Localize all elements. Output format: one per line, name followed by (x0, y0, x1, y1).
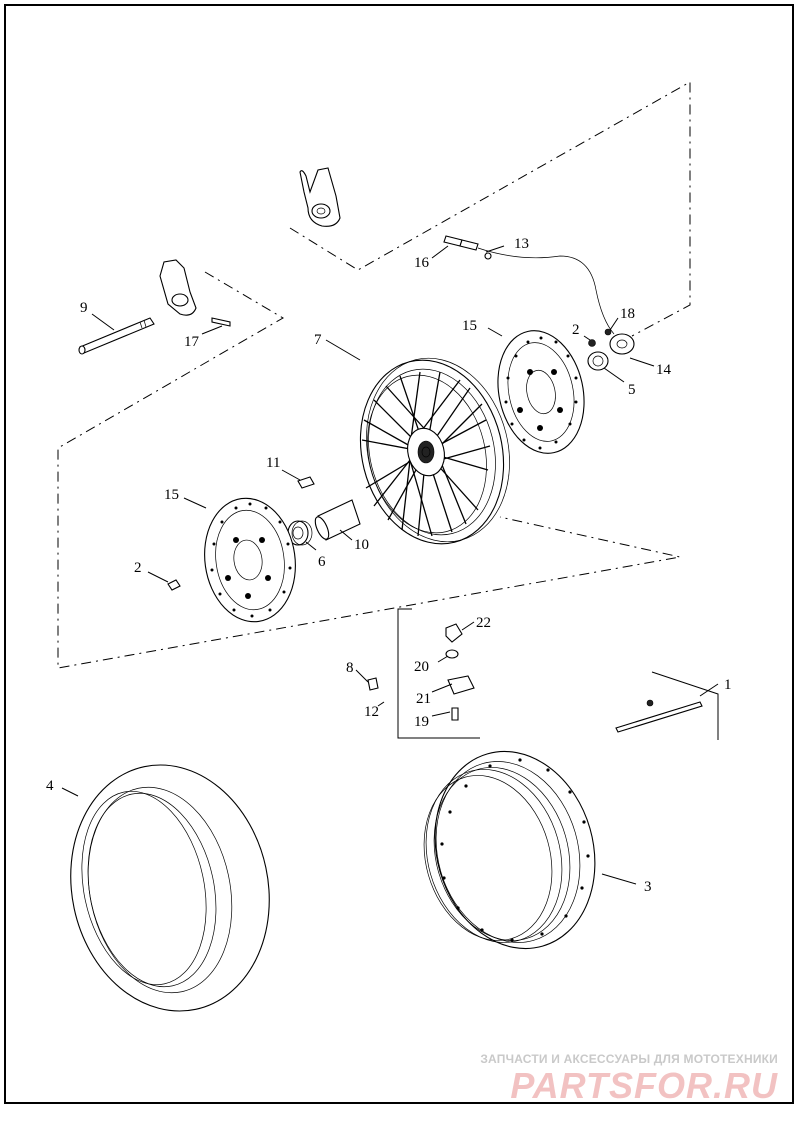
tire (70, 764, 270, 1012)
right-bearing (587, 351, 609, 371)
watermark-subtitle: ЗАПЧАСТИ И АКСЕССУАРЫ ДЛЯ МОТОТЕХНИКИ (480, 1052, 778, 1066)
callout-15-right: 15 (462, 318, 477, 334)
callout-2-left: 2 (134, 560, 142, 576)
valve-group-bracket (397, 608, 480, 739)
pinch-bolt (211, 317, 231, 327)
leader-lines (61, 245, 719, 885)
screw-2-right (588, 339, 596, 347)
valve-stem (451, 707, 459, 721)
screw-2-left (167, 579, 181, 591)
spoked-wheel (359, 357, 510, 545)
rim (423, 750, 596, 950)
callout-12: 12 (364, 704, 379, 720)
left-brake-rotor (204, 497, 296, 623)
callout-17: 17 (184, 334, 200, 350)
callout-16: 16 (414, 255, 430, 271)
callout-20: 20 (414, 659, 429, 675)
callout-18: 18 (620, 306, 635, 322)
callout-7: 7 (314, 332, 322, 348)
valve-elbow (445, 623, 463, 659)
rotor-holes-right (504, 336, 578, 450)
callout-10: 10 (354, 537, 369, 553)
right-fork-leg (299, 167, 341, 227)
valve-cap (367, 677, 379, 691)
left-fork-leg (159, 259, 197, 316)
watermark: ЗАПЧАСТИ И АКСЕССУАРЫ ДЛЯ МОТОТЕХНИКИ PA… (480, 1052, 778, 1106)
callout-15-left: 15 (164, 487, 179, 503)
callout-6: 6 (318, 554, 326, 570)
assembly-guide-lines (57, 81, 691, 669)
right-brake-rotor (497, 330, 585, 454)
callout-2-right: 2 (572, 322, 580, 338)
callout-13: 13 (514, 236, 529, 252)
tpms-sensor (447, 675, 475, 695)
axle-sleeve (314, 499, 361, 541)
callout-19: 19 (414, 714, 429, 730)
watermark-brand: PARTSFOR.RU (510, 1065, 778, 1106)
callout-4: 4 (46, 778, 54, 794)
rotor-holes-left (210, 502, 292, 618)
rim-spoke-holes (440, 758, 590, 942)
callout-numbers: 1 2 2 3 4 5 6 7 8 9 10 11 12 13 14 15 15… (46, 236, 732, 895)
callout-1: 1 (724, 677, 732, 693)
callout-3: 3 (644, 879, 652, 895)
callout-22: 22 (476, 615, 491, 631)
callout-21: 21 (416, 691, 431, 707)
axle (78, 317, 155, 355)
spoke-and-nipple (615, 671, 719, 740)
callout-5: 5 (628, 382, 636, 398)
callout-11: 11 (266, 455, 280, 471)
callout-8: 8 (346, 660, 354, 676)
callout-9: 9 (80, 300, 88, 316)
callout-14: 14 (656, 362, 672, 378)
wheel-speed-sensor (443, 235, 635, 355)
diagram-frame (4, 4, 794, 1104)
spacer-11 (297, 476, 315, 489)
